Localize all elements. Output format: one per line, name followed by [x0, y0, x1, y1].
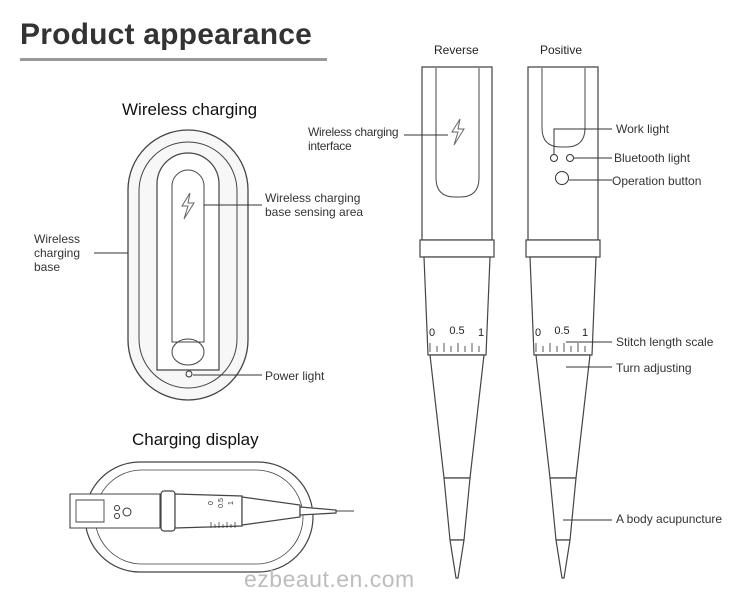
charging-display-lights — [114, 505, 132, 519]
label-wireless-charging-interface: Wireless charging interface — [308, 125, 399, 153]
power-light-dot — [185, 370, 193, 378]
charging-scale-0: 0 — [208, 501, 215, 505]
positive-scale-half: 0.5 — [554, 325, 569, 337]
positive-scale-1: 1 — [582, 327, 588, 339]
bluetooth-light-dot — [566, 154, 574, 162]
work-light-dot — [550, 154, 558, 162]
charging-display-ticks — [210, 522, 236, 528]
label-operation-button: Operation button — [612, 174, 702, 188]
label-sensing-area: Wireless charging base sensing area — [265, 191, 364, 219]
charging-display-device — [69, 461, 354, 573]
positive-scale-ticks — [535, 343, 586, 352]
reverse-scale-half: 0.5 — [449, 325, 464, 337]
reverse-pen — [419, 66, 495, 579]
positive-title: Positive — [540, 43, 583, 57]
label-wireless-charging-base: Wireless charging base — [34, 232, 81, 274]
label-work-light: Work light — [616, 122, 670, 136]
lightning-icon — [181, 192, 195, 220]
reverse-scale-ticks — [429, 343, 480, 352]
watermark: ezbeaut.en.com — [244, 566, 415, 592]
page-title: Product appearance — [20, 18, 313, 51]
label-turn-adjusting: Turn adjusting — [616, 361, 692, 375]
positive-pen — [525, 66, 601, 579]
label-stitch-length-scale: Stitch length scale — [616, 335, 714, 349]
reverse-lightning-icon — [451, 118, 465, 146]
reverse-scale-1: 1 — [478, 327, 484, 339]
label-power-light: Power light — [265, 369, 325, 383]
reverse-scale-0: 0 — [429, 327, 435, 339]
reverse-title: Reverse — [434, 43, 479, 57]
charging-scale-1: 1 — [228, 501, 235, 505]
label-bluetooth-light: Bluetooth light — [614, 151, 691, 165]
label-body-acupuncture: A body acupuncture — [616, 512, 723, 526]
charging-display-heading: Charging display — [132, 430, 259, 449]
operation-button-circle — [555, 171, 569, 185]
positive-scale-0: 0 — [535, 327, 541, 339]
charging-base — [127, 129, 249, 401]
title-underline — [20, 58, 327, 61]
positive-buttons — [550, 154, 574, 185]
wireless-charging-heading: Wireless charging — [122, 100, 258, 119]
callout-lines — [553, 128, 612, 521]
charging-scale-half: 0.5 — [218, 498, 225, 508]
